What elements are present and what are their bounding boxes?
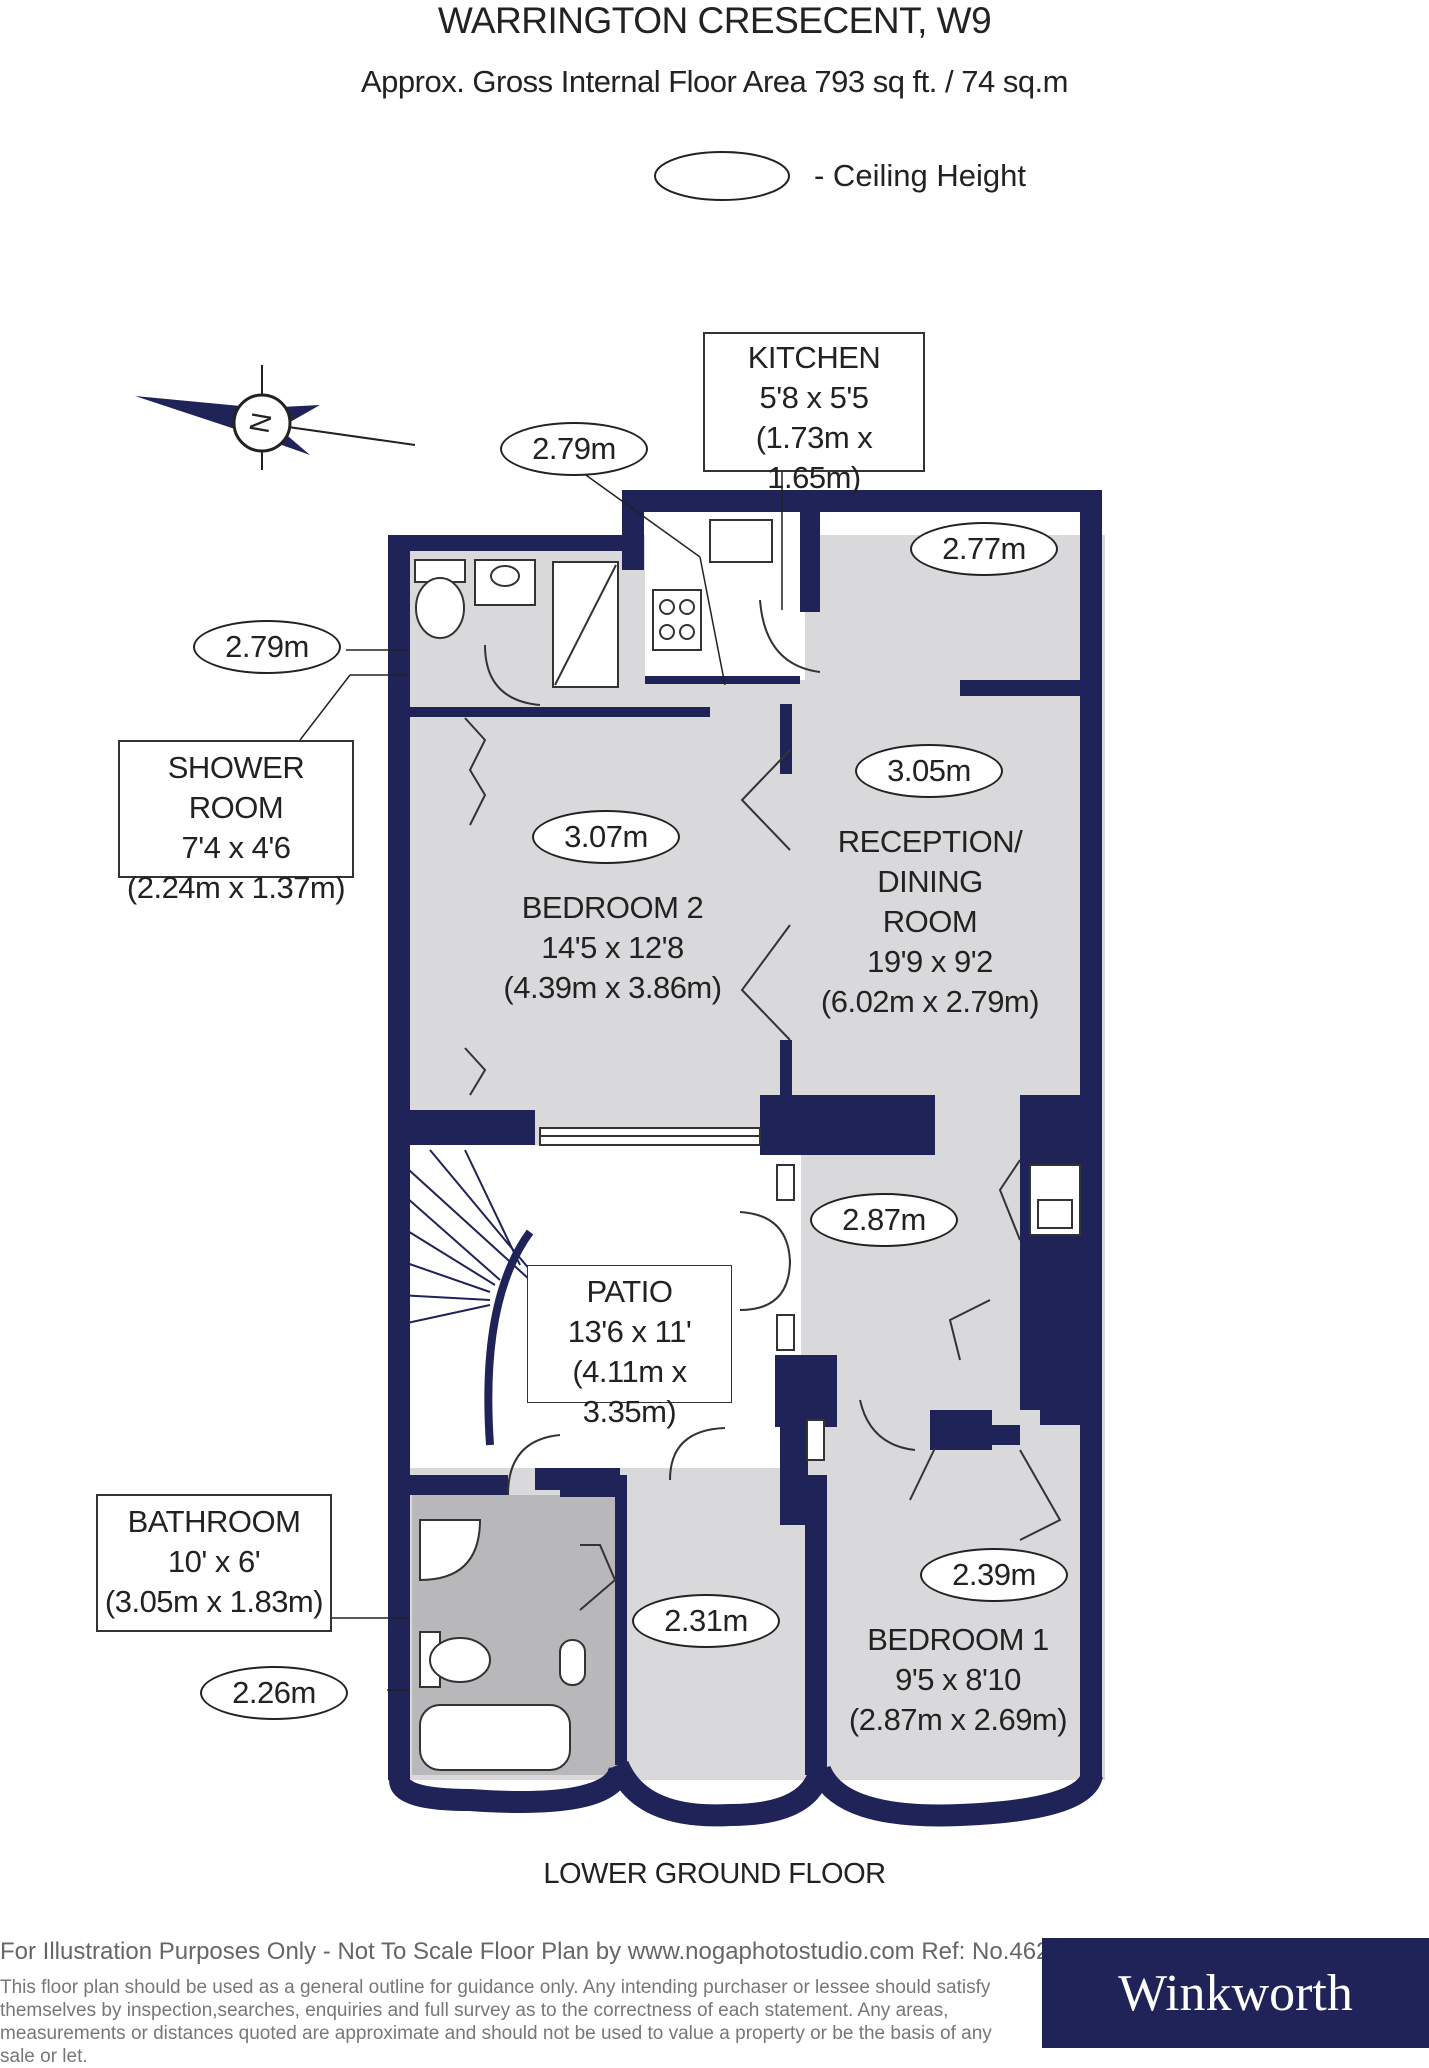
bedroom1-metric: (2.87m x 2.69m) <box>848 1702 1068 1737</box>
reception-name-line3: ROOM <box>882 904 978 939</box>
patio-name: PATIO <box>586 1274 673 1309</box>
walls <box>388 490 1102 1780</box>
ceiling-height-legend-label: - Ceiling Height <box>814 158 1026 193</box>
ceiling-height-bedroom2: 3.07m <box>532 810 680 864</box>
bay-walls <box>389 1760 1103 1827</box>
bathroom-label: BATHROOM 10' x 6' (3.05m x 1.83m) <box>96 1494 332 1632</box>
bedroom2-metric: (4.39m x 3.86m) <box>503 970 722 1005</box>
compass-north-letter: N <box>243 410 278 436</box>
bedroom1-name: BEDROOM 1 <box>867 1622 1049 1657</box>
ceiling-height-kitchen: 2.79m <box>500 422 648 476</box>
bedroom1-imperial: 9'5 x 8'10 <box>895 1662 1021 1697</box>
windows <box>539 1127 825 1461</box>
bathroom-name: BATHROOM <box>127 1504 301 1539</box>
shower-room-label: SHOWER ROOM 7'4 x 4'6 (2.24m x 1.37m) <box>118 740 354 905</box>
footer-credits: For Illustration Purposes Only - Not To … <box>0 1938 1077 1965</box>
patio-imperial: 13'6 x 11' <box>567 1314 692 1349</box>
floor-label: LOWER GROUND FLOOR <box>543 1858 886 1890</box>
reception-name-line2: DINING <box>877 864 983 899</box>
bedroom2-imperial: 14'5 x 12'8 <box>541 930 684 965</box>
ceiling-height-bathroom: 2.26m <box>200 1666 348 1720</box>
bedroom2-name: BEDROOM 2 <box>521 890 704 925</box>
ceiling-height-hall: 2.87m <box>810 1193 958 1247</box>
bathroom-imperial: 10' x 6' <box>167 1544 261 1579</box>
ceiling-height-bay: 2.31m <box>632 1594 780 1648</box>
kitchen-imperial: 5'8 x 5'5 <box>759 380 869 415</box>
doors <box>464 599 1062 1611</box>
leader-lines <box>299 469 783 1691</box>
ceiling-height-bedroom1: 2.39m <box>920 1548 1068 1602</box>
footer-disclaimer: This floor plan should be used as a gene… <box>0 1977 992 2067</box>
fixtures <box>414 519 1081 1771</box>
ceiling-height-shower: 2.79m <box>193 620 341 674</box>
patio-metric: (4.11m x 3.35m) <box>572 1354 687 1429</box>
shower-room-metric: (2.24m x 1.37m) <box>126 870 346 905</box>
plan-title: WARRINGTON CRESECENT, W9 <box>437 0 992 41</box>
shower-room-name: SHOWER ROOM <box>167 750 305 825</box>
bedroom1-label: BEDROOM 1 9'5 x 8'10 (2.87m x 2.69m) <box>848 1620 1068 1740</box>
stairs <box>397 1149 534 1446</box>
floor-area: Approx. Gross Internal Floor Area 793 sq… <box>360 64 1069 99</box>
bathroom-metric: (3.05m x 1.83m) <box>104 1584 324 1619</box>
ceiling-height-reception-top: 2.77m <box>910 522 1058 576</box>
ceiling-height-reception: 3.05m <box>855 744 1003 798</box>
reception-name-line1: RECEPTION/ <box>837 824 1023 859</box>
ceiling-height-legend-ellipse <box>654 151 790 201</box>
reception-label: RECEPTION/ DINING ROOM 19'9 x 9'2 (6.02m… <box>810 822 1050 1022</box>
reception-imperial: 19'9 x 9'2 <box>867 944 993 979</box>
reception-metric: (6.02m x 2.79m) <box>820 984 1040 1019</box>
kitchen-metric: (1.73m x 1.65m) <box>755 420 873 495</box>
kitchen-name: KITCHEN <box>747 340 881 375</box>
patio-label: PATIO 13'6 x 11' (4.11m x 3.35m) <box>527 1265 732 1429</box>
winkworth-logo: Winkworth <box>1042 1938 1429 2048</box>
bedroom2-label: BEDROOM 2 14'5 x 12'8 (4.39m x 3.86m) <box>490 888 735 1008</box>
kitchen-label: KITCHEN 5'8 x 5'5 (1.73m x 1.65m) <box>703 332 925 495</box>
shower-room-imperial: 7'4 x 4'6 <box>181 830 291 865</box>
compass-icon <box>135 365 416 470</box>
